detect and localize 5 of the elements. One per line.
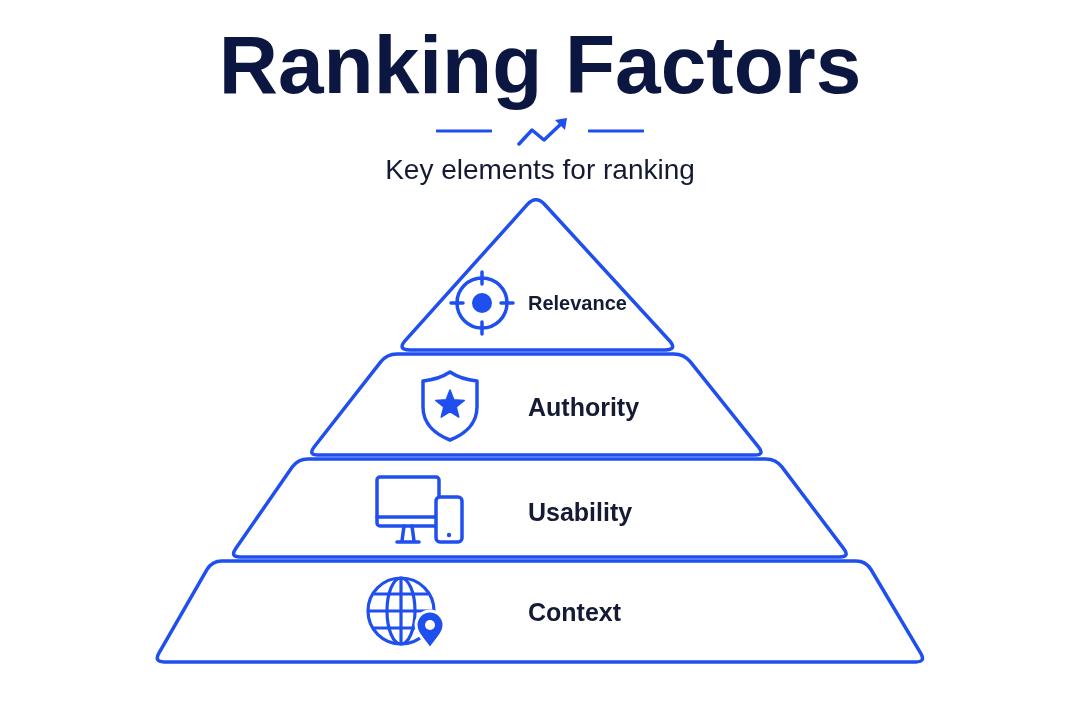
subtitle: Key elements for ranking — [385, 156, 695, 184]
tier-label: Usability — [528, 499, 633, 525]
tier-label: Context — [528, 599, 622, 625]
tier-label: Relevance — [528, 293, 627, 313]
tier-label: Authority — [528, 394, 640, 420]
